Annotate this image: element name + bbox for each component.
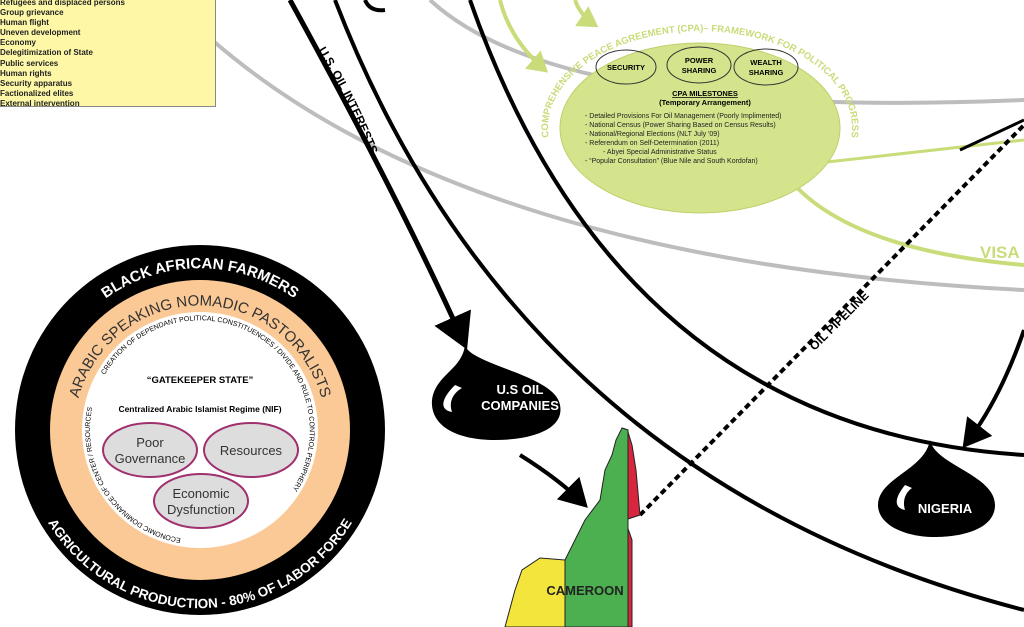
nigeria-oil-drop (878, 440, 995, 537)
milestone: - Detailed Provisions For Oil Management… (585, 113, 781, 120)
bubble-economic-dysfunction-outline (153, 473, 249, 529)
legend-item: Economy (0, 38, 37, 48)
bubble-poor-governance-outline (102, 422, 198, 478)
black-connector-line (959, 118, 1024, 152)
legend-item: Uneven development (0, 28, 81, 38)
legend-item: Refugees and displaced persons (0, 0, 125, 7)
pillar-security: SECURITY (607, 63, 645, 72)
us-oil-companies-label: U.S OIL (497, 382, 544, 397)
bubble-economic-dysfunction: Economic (172, 486, 230, 501)
top-circle-fragment (363, 0, 386, 13)
pillar-power-sharing: POWER (685, 56, 714, 65)
milestone: - Abyei Special Administrative Status (603, 149, 717, 156)
legend-item: External intervention (0, 98, 80, 108)
pillar-wealth-sharing: SHARING (749, 68, 784, 77)
inner-left-label: ECONOMIC DOMINANCE OF CENTER / RESOURCES (85, 406, 181, 543)
cameroon-label: CAMEROON (546, 583, 623, 598)
gray-connector-line (428, 0, 1024, 105)
cpa-arc-label: COMPREHENSIVE PEACE AGREEMENT (CPA)– FRA… (540, 23, 860, 138)
legend-item: Delegitimization of State (0, 48, 93, 58)
black-connector-line (518, 453, 588, 508)
pillar-power-sharing: SHARING (682, 66, 717, 75)
outer-bottom-label: AGRICULTURAL PRODUCTION - 80% OF LABOR F… (45, 516, 355, 611)
bubble-resources: Resources (220, 443, 283, 458)
legend-item: Human rights (0, 68, 52, 78)
bubble-poor-governance: Poor (136, 435, 164, 450)
gatekeeper-label: “GATEKEEPER STATE” (147, 375, 254, 386)
legend-item: Group grievance (0, 8, 64, 18)
legend-item: Security apparatus (0, 78, 73, 88)
black-connector-line (468, 0, 1024, 457)
regime-label: Centralized Arabic Islamist Regime (NIF) (118, 404, 281, 414)
legend-item: Public services (0, 58, 59, 68)
cpa-title: CPA MILESTONES (672, 89, 738, 98)
legend-item: Human flight (0, 18, 49, 28)
pillar-wealth-sharing-outline (733, 48, 799, 86)
milestone: - National Census (Power Sharing Based o… (585, 122, 776, 129)
green-arrow (498, 0, 549, 73)
bubble-poor-governance: Governance (115, 451, 186, 466)
pillar-power-sharing-outline (666, 46, 732, 84)
green-arrow (573, 0, 599, 28)
visa-label: VISA (980, 243, 1020, 262)
us-oil-companies-label: COMPANIES (481, 398, 559, 413)
legend-item: Factionalized elites (0, 88, 74, 98)
oil-pipeline-label: OIL PIPELINE (807, 288, 872, 353)
pillar-wealth-sharing: WEALTH (750, 58, 782, 67)
milestone: - National/Regional Elections (NLT July … (585, 131, 720, 138)
milestone: - “Popular Consultation” (Blue Nile and … (585, 158, 758, 165)
milestone: - Referendum on Self-Determination (2011… (585, 140, 719, 147)
us-oil-interests-label: U.S. OIL INTERESTS (315, 44, 380, 156)
green-connector-line (799, 138, 1024, 167)
nigeria-label: NIGERIA (918, 501, 973, 516)
legend-box: Refugees and displaced persons Group gri… (0, 0, 216, 108)
text-layer: U.S. OIL INTERESTS OIL PIPELINE VISA COM… (45, 23, 1019, 611)
cpa-subtitle: (Temporary Arrangement) (659, 98, 751, 107)
bubble-economic-dysfunction: Dysfunction (167, 502, 235, 517)
black-connector-line (962, 329, 1024, 449)
